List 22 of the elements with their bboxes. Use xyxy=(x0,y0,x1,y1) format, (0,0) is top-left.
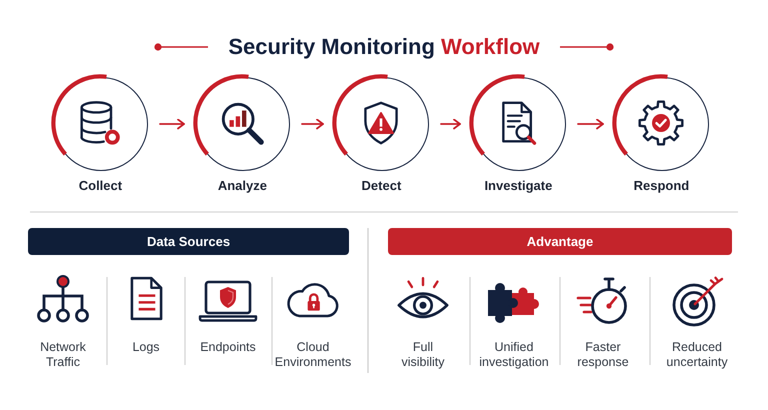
flow-arrow xyxy=(301,118,324,130)
header-title: Advantage xyxy=(526,234,594,250)
section-header xyxy=(28,228,349,255)
step-label: Analyze xyxy=(216,178,268,194)
source-label: Logs xyxy=(131,340,161,355)
benefit-label: Faster response xyxy=(576,340,630,370)
step-label: Detect xyxy=(360,178,402,194)
benefit-label: Full visibility xyxy=(400,340,446,370)
flow-arrow xyxy=(440,118,461,130)
source-label: Network Traffic xyxy=(39,340,87,370)
header-title: Data Sources xyxy=(146,234,230,250)
source-label: Cloud Environments xyxy=(274,340,352,370)
benefit-label: Reduced uncertainty xyxy=(665,340,729,370)
diagram-title: Security Monitoring Workflow xyxy=(228,33,540,61)
step-label: Respond xyxy=(632,178,690,194)
section-header xyxy=(388,228,732,255)
flow-arrow xyxy=(159,118,185,130)
source-label: Endpoints xyxy=(199,340,257,355)
benefit-label: Unified investigation xyxy=(478,340,550,370)
step-label: Investigate xyxy=(483,178,554,194)
flow-arrow xyxy=(577,118,604,130)
step-label: Collect xyxy=(78,178,124,194)
